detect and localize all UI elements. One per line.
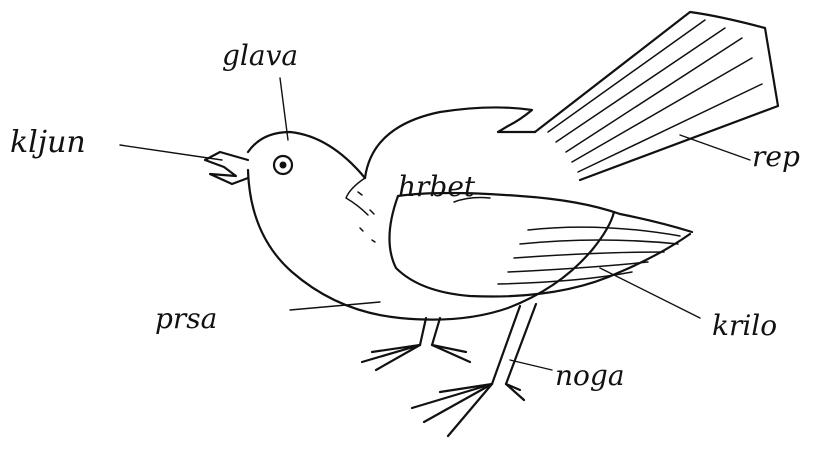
- bird-beak: [205, 152, 248, 184]
- label-head: glava: [222, 39, 298, 72]
- leader-kljun: [120, 145, 222, 160]
- label-leg: noga: [555, 359, 625, 392]
- bird-wing: [389, 193, 692, 297]
- label-tail: rep: [752, 140, 800, 173]
- bird-eye: [274, 156, 292, 174]
- leader-glava: [280, 78, 288, 140]
- label-wing: krilo: [712, 309, 777, 342]
- leader-rep: [680, 135, 750, 160]
- label-chest: prsa: [155, 302, 217, 335]
- leader-prsa: [290, 302, 380, 310]
- leader-noga: [510, 360, 552, 370]
- bird-legs: [362, 304, 536, 436]
- label-beak: kljun: [10, 125, 86, 160]
- label-back: hrbet: [398, 170, 476, 203]
- leader-krilo: [600, 268, 700, 318]
- bird-tail: [535, 12, 778, 180]
